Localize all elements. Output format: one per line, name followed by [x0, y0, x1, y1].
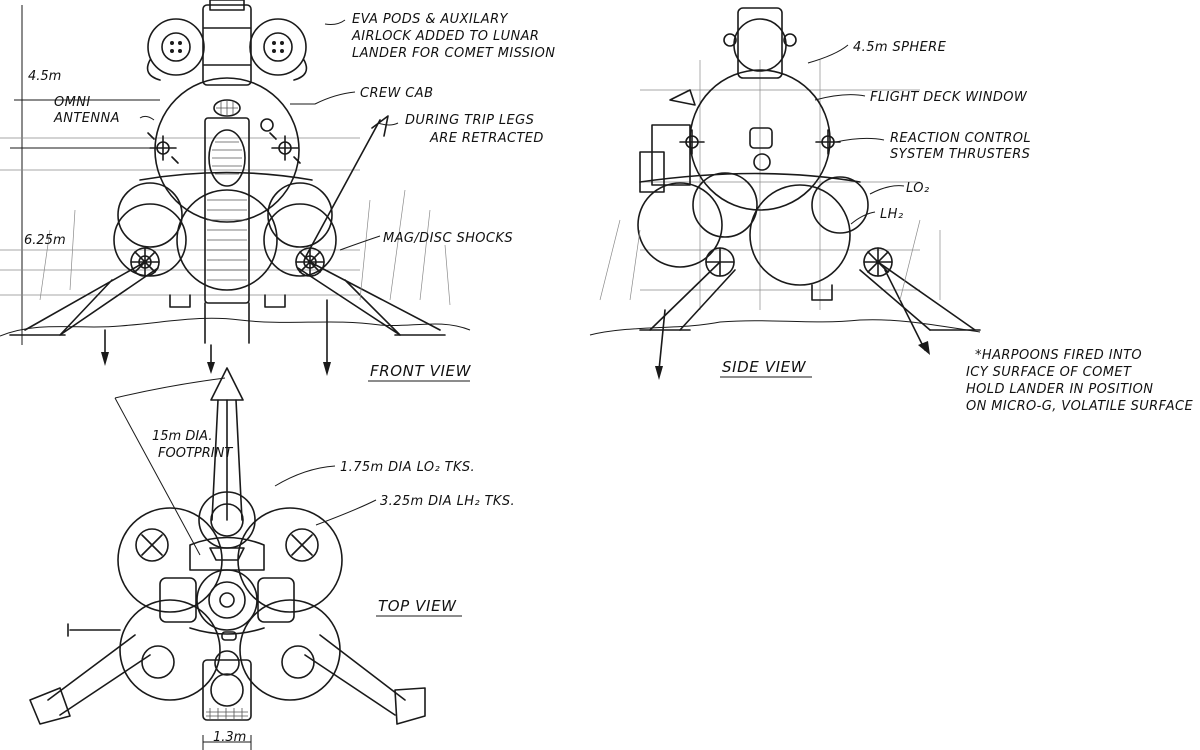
side-window-callout: FLIGHT DECK WINDOW [870, 90, 1028, 105]
side-rcs-left-icon [679, 129, 705, 155]
front-rcs-left-icon [147, 132, 179, 164]
front-trip-legs-callout-line1: DURING TRIP LEGS [405, 113, 534, 128]
side-sphere-callout: 4.5m SPHERE [853, 40, 947, 55]
side-lh2-callout: LH₂ [880, 207, 903, 222]
front-eva-callout-line3: LANDER FOR COMET MISSION [352, 46, 555, 61]
side-harpoons-callout-line4: ON MICRO-G, VOLATILE SURFACE [966, 399, 1193, 414]
top-dim-width: 1.3m [213, 730, 246, 745]
front-omni-callout-line2: ANTENNA [53, 111, 120, 126]
top-lo2-tanks-callout: 1.75m DIA LO₂ TKS. [340, 460, 475, 475]
side-harpoons-callout-line2: ICY SURFACE OF COMET [966, 365, 1132, 380]
side-view-title: SIDE VIEW [722, 358, 807, 376]
top-view-title: TOP VIEW [378, 597, 457, 615]
side-rcs-callout-line1: REACTION CONTROL [890, 131, 1031, 146]
front-view-title: FRONT VIEW [370, 362, 472, 380]
top-footprint-callout-line2: FOOTPRINT [158, 446, 233, 461]
side-rcs-callout-line2: SYSTEM THRUSTERS [890, 147, 1030, 162]
top-lh2-tanks-callout: 3.25m DIA LH₂ TKS. [380, 494, 515, 509]
front-eva-callout-line1: EVA PODS & AUXILARY [352, 12, 509, 27]
front-shocks-callout: MAG/DISC SHOCKS [383, 231, 513, 246]
front-view-drawing [0, 0, 471, 376]
front-rcs-right-icon [269, 132, 301, 164]
top-footprint-callout-line1: 15m DIA. [152, 429, 212, 444]
side-harpoons-callout-line1: *HARPOONS FIRED INTO [975, 348, 1142, 363]
top-view-drawing [29, 367, 426, 750]
side-harpoons-callout-line3: HOLD LANDER IN POSITION [966, 382, 1153, 397]
side-lo2-callout: LO₂ [906, 181, 930, 196]
front-dim-upper: 4.5m [28, 69, 61, 84]
front-eva-callout-line2: AIRLOCK ADDED TO LUNAR [351, 29, 539, 44]
front-omni-callout-line1: OMNI [54, 95, 91, 110]
front-dim-lower: 6.25m [24, 233, 66, 248]
side-rcs-right-icon [815, 129, 841, 155]
front-crew-cab-callout: CREW CAB [360, 86, 433, 101]
side-view-drawing [589, 7, 981, 380]
front-trip-legs-callout-line2: ARE RETRACTED [429, 131, 544, 146]
